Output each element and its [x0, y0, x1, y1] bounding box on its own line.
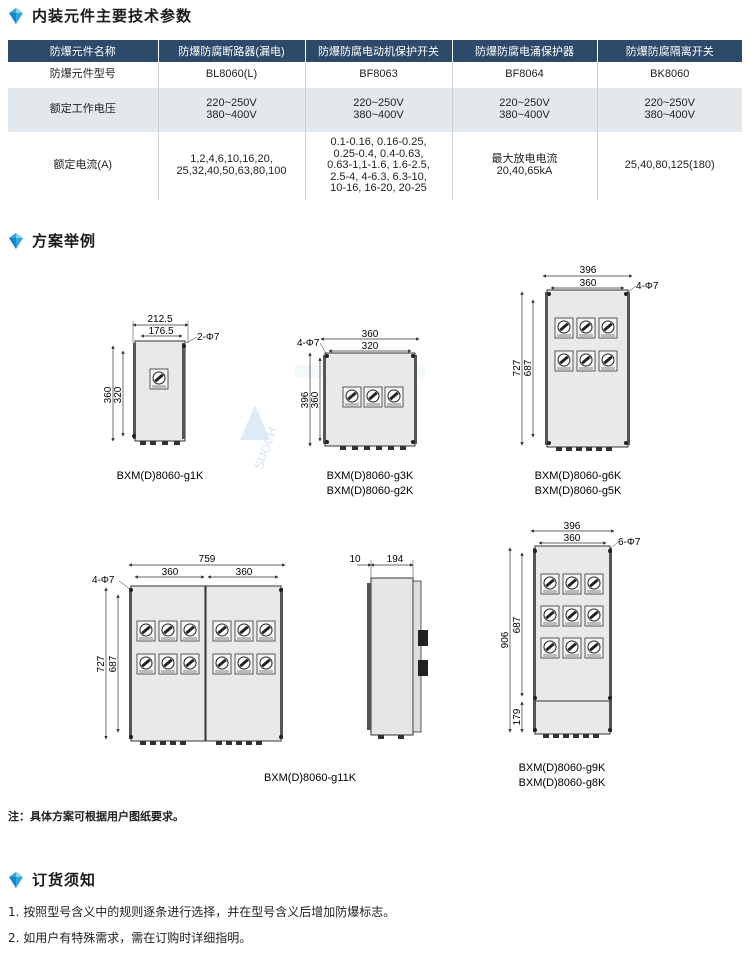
dim-label: 6-Φ7 — [618, 537, 641, 548]
technical-drawings: SUOCH 212.5 176.5 2-Φ7 360 320 BXM(D)806… — [92, 265, 659, 789]
table-cell: 220~250V 380~400V — [452, 88, 598, 132]
drawing-g1k: 212.5 176.5 2-Φ7 360 320 BXM(D)8060-g1K — [103, 314, 220, 482]
dim-label: 687 — [523, 359, 534, 376]
table-cell: 最大放电电流 20,40,65kA — [452, 132, 598, 200]
dim-label: 320 — [362, 341, 379, 352]
dim-label: 4-Φ7 — [297, 338, 320, 349]
table-cell: BL8060(L) — [158, 62, 306, 88]
table-cell: BF8064 — [452, 62, 598, 88]
table-row: 额定工作电压 220~250V 380~400V 220~250V 380~40… — [8, 88, 742, 132]
dim-label: 687 — [512, 616, 523, 633]
table-cell: 220~250V 380~400V — [597, 88, 742, 132]
dim-label: 176.5 — [148, 326, 173, 337]
table-cell: BK8060 — [597, 62, 742, 88]
dim-label: 360 — [103, 386, 114, 403]
dim-label: 906 — [500, 631, 511, 648]
dim-label: 360 — [580, 278, 597, 289]
dim-label: 727 — [512, 359, 523, 376]
diamond-icon — [9, 232, 23, 249]
section-heading-ordering: 订货须知 — [8, 869, 96, 890]
section-heading-examples: 方案举例 — [8, 230, 96, 251]
dim-label: 759 — [199, 554, 216, 565]
drawing-g9k: 396 360 6-Φ7 906 687 179 BXM(D)8060-g9K … — [500, 521, 641, 789]
diamond-icon — [9, 871, 23, 888]
dim-label: 396 — [564, 521, 581, 532]
dim-label: 194 — [387, 554, 404, 565]
table-cell: 220~250V 380~400V — [305, 88, 453, 132]
column-header: 防爆防腐断路器(漏电) — [158, 40, 306, 62]
drawing-g3k: 360 320 4-Φ7 396 360 BXM(D)8060-g3K BXM(… — [297, 329, 420, 497]
column-header: 防爆防腐隔离开关 — [597, 40, 742, 62]
spec-table: 防爆元件名称 防爆防腐断路器(漏电) 防爆防腐电动机保护开关 防爆防腐电涌保护器… — [8, 40, 742, 200]
section-title: 方案举例 — [32, 232, 97, 250]
row-label: 防爆元件型号 — [8, 62, 159, 88]
drawing-caption: BXM(D)8060-g6K — [535, 470, 622, 482]
dim-label: 360 — [362, 329, 379, 340]
footnote: 注：具体方案可根据用户图纸要求。 — [8, 810, 184, 823]
dim-label: 10 — [349, 554, 361, 565]
dim-label: 360 — [162, 567, 179, 578]
column-header: 防爆防腐电动机保护开关 — [305, 40, 453, 62]
drawing-caption: BXM(D)8060-g3K — [327, 470, 414, 482]
section-heading-specs: 内装元件主要技术参数 — [8, 5, 192, 26]
drawing-caption: BXM(D)8060-g9K — [519, 762, 606, 774]
order-note: 1. 按照型号含义中的规则逐条进行选择，并在型号含义后增加防爆标志。 — [8, 905, 396, 919]
column-header: 防爆元件名称 — [8, 40, 159, 62]
dim-label: 360 — [236, 567, 253, 578]
drawing-caption: BXM(D)8060-g2K — [327, 485, 414, 497]
section-title: 订货须知 — [32, 871, 97, 889]
drawing-caption: BXM(D)8060-g8K — [519, 777, 606, 789]
dim-label: 687 — [108, 655, 119, 672]
dim-label: 360 — [310, 391, 321, 408]
section-title: 内装元件主要技术参数 — [32, 7, 193, 25]
table-row: 额定电流(A) 1,2,4,6,10,16,20, 25,32,40,50,63… — [8, 132, 742, 200]
dim-label: 727 — [96, 655, 107, 672]
table-cell: 220~250V 380~400V — [158, 88, 306, 132]
table-cell: 25,40,80,125(180) — [597, 132, 742, 200]
dim-label: 320 — [113, 386, 124, 403]
column-header: 防爆防腐电涌保护器 — [452, 40, 598, 62]
row-label: 额定工作电压 — [8, 88, 159, 132]
dim-label: 360 — [564, 533, 581, 544]
drawing-g6k: 396 360 4-Φ7 727 687 BXM(D)8060-g6K BXM(… — [512, 265, 659, 497]
dim-label: 4-Φ7 — [636, 281, 659, 292]
dim-label: 4-Φ7 — [92, 575, 115, 586]
diamond-icon — [9, 7, 23, 24]
drawing-caption: BXM(D)8060-g11K — [264, 772, 357, 784]
dim-label: 396 — [580, 265, 597, 276]
row-label: 额定电流(A) — [8, 132, 159, 200]
drawing-caption: BXM(D)8060-g1K — [117, 470, 204, 482]
table-row: 防爆元件型号 BL8060(L) BF8063 BF8064 BK8060 — [8, 62, 742, 88]
drawing-side-view: 10 194 — [349, 554, 428, 739]
drawing-caption: BXM(D)8060-g5K — [535, 485, 622, 497]
table-cell: BF8063 — [305, 62, 453, 88]
table-header-row: 防爆元件名称 防爆防腐断路器(漏电) 防爆防腐电动机保护开关 防爆防腐电涌保护器… — [8, 40, 742, 62]
dim-label: 179 — [512, 708, 523, 725]
dim-label: 212.5 — [147, 314, 172, 325]
drawing-g11k: 759 360 360 4-Φ7 727 687 BXM(D)8060-g11K — [92, 554, 357, 784]
table-cell: 1,2,4,6,10,16,20, 25,32,40,50,63,80,100 — [158, 132, 306, 200]
dim-label: 396 — [300, 391, 311, 408]
dim-label: 2-Φ7 — [197, 332, 220, 343]
table-cell: 0.1-0.16, 0.16-0.25, 0.25-0.4, 0.4-0.63,… — [305, 132, 453, 200]
order-note: 2. 如用户有特殊需求，需在订购时详细指明。 — [8, 931, 252, 945]
